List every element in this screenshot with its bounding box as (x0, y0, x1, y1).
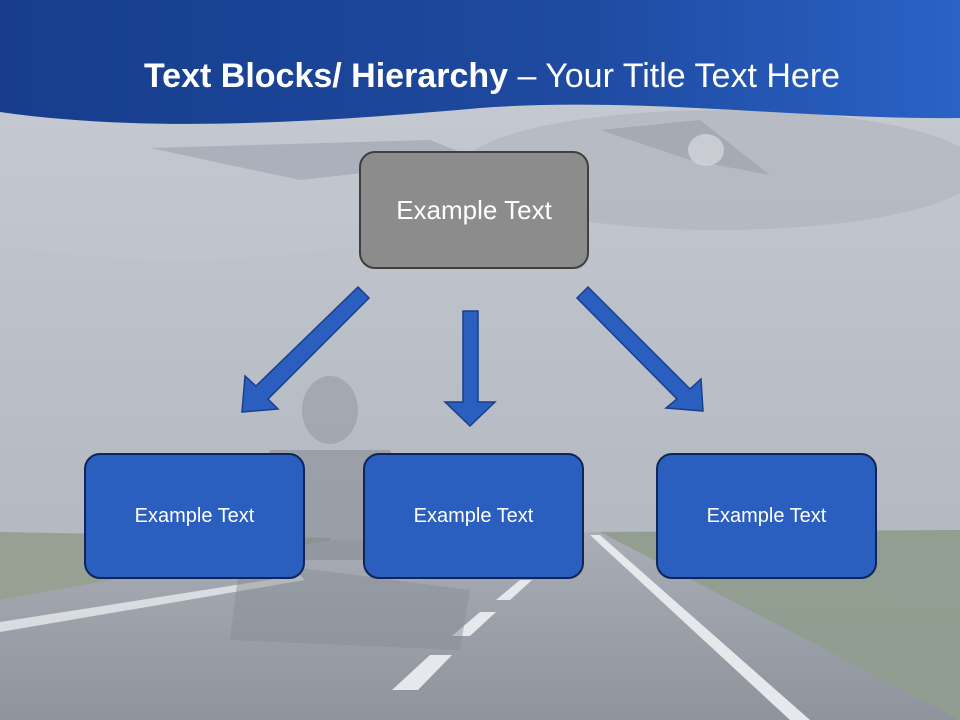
root-box-label: Example Text (396, 194, 552, 225)
title-dash: – (508, 57, 546, 95)
slide-title: Text Blocks/ Hierarchy – Your Title Text… (0, 54, 960, 98)
child-box-right-label: Example Text (706, 504, 827, 527)
title-bold-part: Text Blocks/ Hierarchy (143, 57, 509, 95)
root-box: Example Text (359, 151, 589, 269)
child-box-middle: Example Text (363, 453, 584, 579)
child-box-middle-label: Example Text (413, 504, 534, 527)
child-box-left-label: Example Text (134, 504, 255, 527)
child-box-left: Example Text (84, 453, 305, 579)
title-rest-part: Your Title Text Here (545, 57, 841, 95)
child-box-right: Example Text (656, 453, 877, 579)
